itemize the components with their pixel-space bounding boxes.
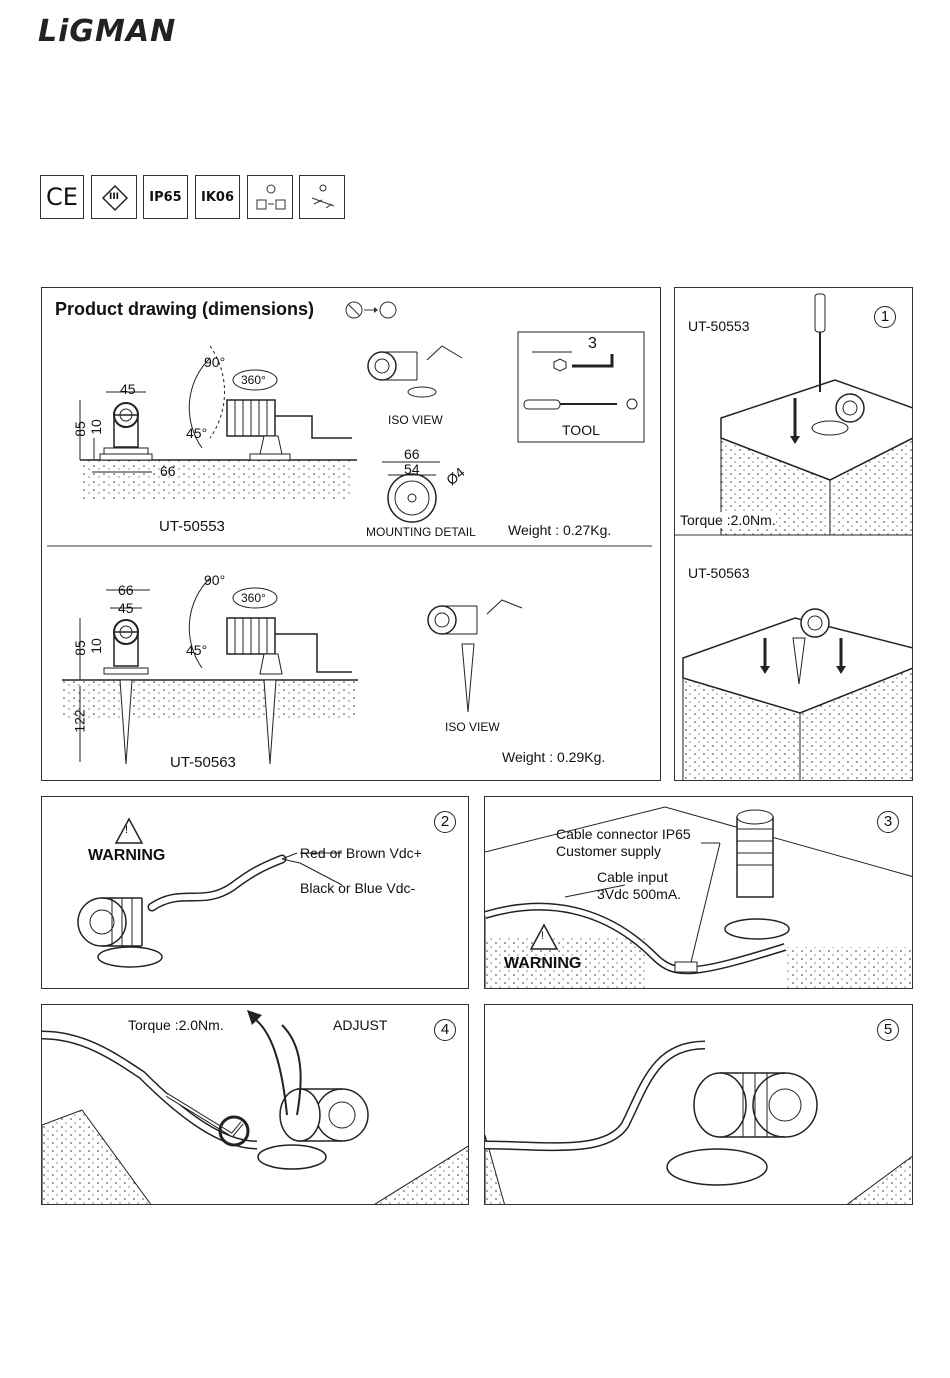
dim-width-inner-2: 45: [118, 600, 134, 616]
model-ut50563: UT-50563: [170, 754, 236, 771]
tool-label: TOOL: [562, 422, 600, 438]
step5-number: 5: [877, 1019, 899, 1041]
dim-spike-2: 122: [71, 709, 88, 733]
product-drawing-panel: Product drawing (dimensions) 45 85 10 66…: [41, 287, 661, 781]
ik-rating-label: IK06: [200, 189, 234, 205]
mounting-inner: 54: [404, 461, 420, 477]
step2-red-wire: Red or Brown Vdc+: [300, 845, 422, 861]
step2-black-wire: Black or Blue Vdc-: [300, 880, 416, 896]
dim-base-1: 66: [160, 463, 176, 479]
step2-warning-mark: !: [125, 824, 129, 836]
angle-down-1: 45°: [186, 425, 208, 441]
step1-panel: UT-50553 1 Torque :2.0Nm. UT-50563: [674, 287, 913, 781]
class-iii-label: III: [108, 192, 120, 202]
step4-art: [42, 1010, 468, 1204]
class-iii-icon: III: [91, 175, 137, 219]
step3-panel: Cable connector IP65 Customer supply Cab…: [484, 796, 913, 989]
step2-warning: WARNING: [88, 847, 166, 864]
step1b-model: UT-50563: [688, 565, 750, 581]
model-ut50553: UT-50553: [159, 518, 225, 535]
dim-height-2: 85: [71, 640, 88, 656]
dim-height-1: 85: [71, 421, 88, 437]
mounting-label: MOUNTING DETAIL: [366, 525, 476, 539]
weight-ut50563: Weight : 0.29Kg.: [502, 749, 606, 765]
step2-art: [77, 817, 343, 968]
step3-art: [485, 806, 912, 988]
angle-up-2: 90°: [204, 572, 226, 588]
dim-width-top-2: 66: [118, 582, 134, 598]
tool-hex-size: 3: [588, 335, 597, 352]
connector-icon: [299, 175, 345, 219]
step4-panel: Torque :2.0Nm. ADJUST 4: [41, 1004, 469, 1205]
ik-rating-icon: IK06: [195, 175, 240, 219]
step3-customer-supply: Customer supply: [556, 843, 662, 859]
mounting-outer: 66: [404, 446, 420, 462]
step3-cable-input: Cable input: [597, 869, 668, 885]
step4-adjust: ADJUST: [333, 1017, 388, 1033]
step5-art: [485, 1040, 912, 1204]
step1-art: [675, 293, 912, 780]
step1-number: 1: [874, 306, 896, 328]
power-supply-icon: [247, 175, 293, 219]
rotation-2: 360°: [241, 591, 266, 605]
product-drawing-art: [47, 301, 652, 765]
step1-model: UT-50553: [688, 318, 750, 334]
iso-label-2: ISO VIEW: [445, 720, 500, 734]
step4-number: 4: [434, 1019, 456, 1041]
step3-number: 3: [877, 811, 899, 833]
step4-torque: Torque :2.0Nm.: [128, 1017, 224, 1033]
step3-voltage: 3Vdc 500mA.: [597, 886, 682, 902]
step5-panel: 5: [484, 1004, 913, 1205]
rotation-1: 360°: [241, 373, 266, 387]
ip-rating-icon: IP65: [143, 175, 188, 219]
step2-number: 2: [434, 811, 456, 833]
step3-connector: Cable connector IP65: [556, 826, 691, 842]
dim-width-top-1: 45: [120, 381, 136, 397]
brand-logo: LiGMAN: [38, 14, 177, 49]
ce-mark-icon: CE: [40, 175, 84, 219]
step3-warning-mark: !: [541, 930, 545, 942]
iso-label-1: ISO VIEW: [388, 413, 443, 427]
step3-warning: WARNING: [504, 955, 582, 972]
ip-rating-label: IP65: [149, 189, 182, 205]
dim-offset-2: 10: [87, 638, 104, 654]
weight-ut50553: Weight : 0.27Kg.: [508, 522, 612, 538]
angle-up-1: 90°: [204, 354, 226, 370]
step2-panel: ! WARNING Red or Brown Vdc+ Black or Blu…: [41, 796, 469, 989]
ce-label: CE: [46, 183, 78, 211]
drawing-title: Product drawing (dimensions): [55, 299, 315, 319]
angle-down-2: 45°: [186, 642, 208, 658]
step1-torque: Torque :2.0Nm.: [680, 512, 776, 528]
dim-offset-1: 10: [87, 419, 104, 435]
